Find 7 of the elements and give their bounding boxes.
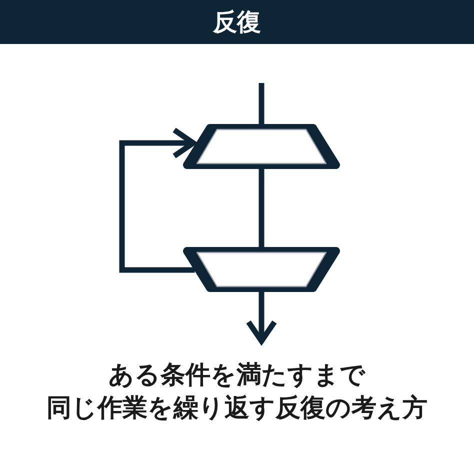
flow-line xyxy=(258,169,264,247)
caption: ある条件を満たすまで同じ作業を繰り返す反復の考え方 xyxy=(46,359,428,424)
flow-line xyxy=(258,83,264,124)
loop-limit-symbol xyxy=(183,247,340,292)
title: 反復 xyxy=(213,10,261,34)
loop-limit-symbol xyxy=(183,124,340,169)
arrow xyxy=(246,292,278,344)
